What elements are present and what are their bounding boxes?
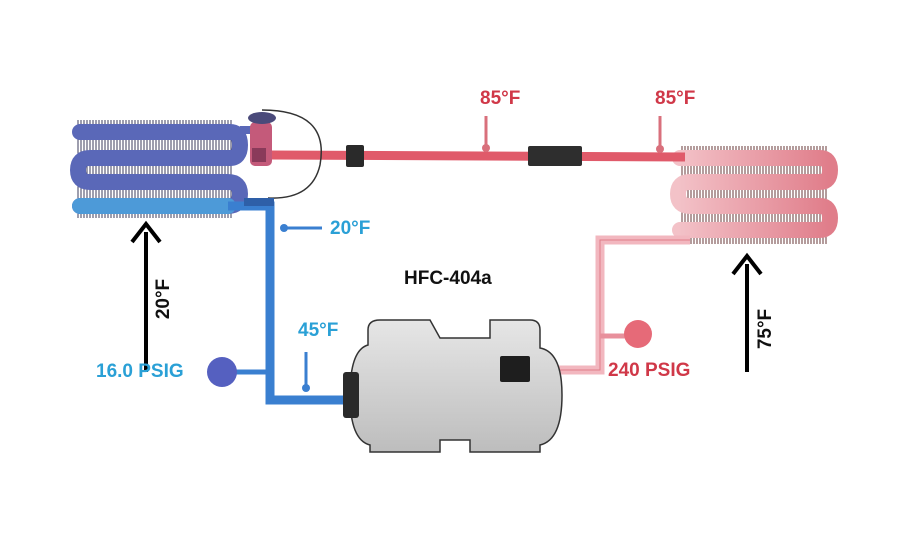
suction-line-temp: 45°F [298, 320, 339, 341]
condenser-coil [669, 146, 839, 244]
suction-outlet-temp: 20°F [330, 218, 371, 239]
discharge-service-port [500, 356, 530, 382]
evaporator-airflow-arrow [130, 220, 162, 372]
refrigerant-label: HFC-404a [404, 268, 492, 289]
suction-bulb-clamp [244, 198, 274, 206]
evaporator-coil [69, 120, 249, 218]
liquid-line-fitting [346, 145, 364, 167]
evaporator-air-temp: 20°F [153, 278, 174, 320]
compressor [343, 319, 563, 453]
condenser-air-temp: 75°F [755, 308, 776, 350]
evaporator-tubing [69, 124, 249, 214]
filter-drier [528, 146, 582, 166]
suction-service-port [343, 372, 359, 418]
discharge-pressure: 240 PSIG [608, 360, 691, 381]
liquid-line-temp-right: 85°F [655, 88, 696, 109]
liquid-line-temp-left: 85°F [480, 88, 521, 109]
condenser-airflow-arrow [731, 252, 763, 372]
expansion-valve [240, 109, 322, 199]
liquid-line [269, 116, 686, 167]
suction-pressure-gauge [207, 357, 237, 387]
suction-pressure: 16.0 PSIG [96, 361, 184, 382]
suction-line [207, 198, 350, 405]
condenser-tubing [669, 150, 839, 238]
discharge-pressure-gauge [624, 320, 652, 348]
